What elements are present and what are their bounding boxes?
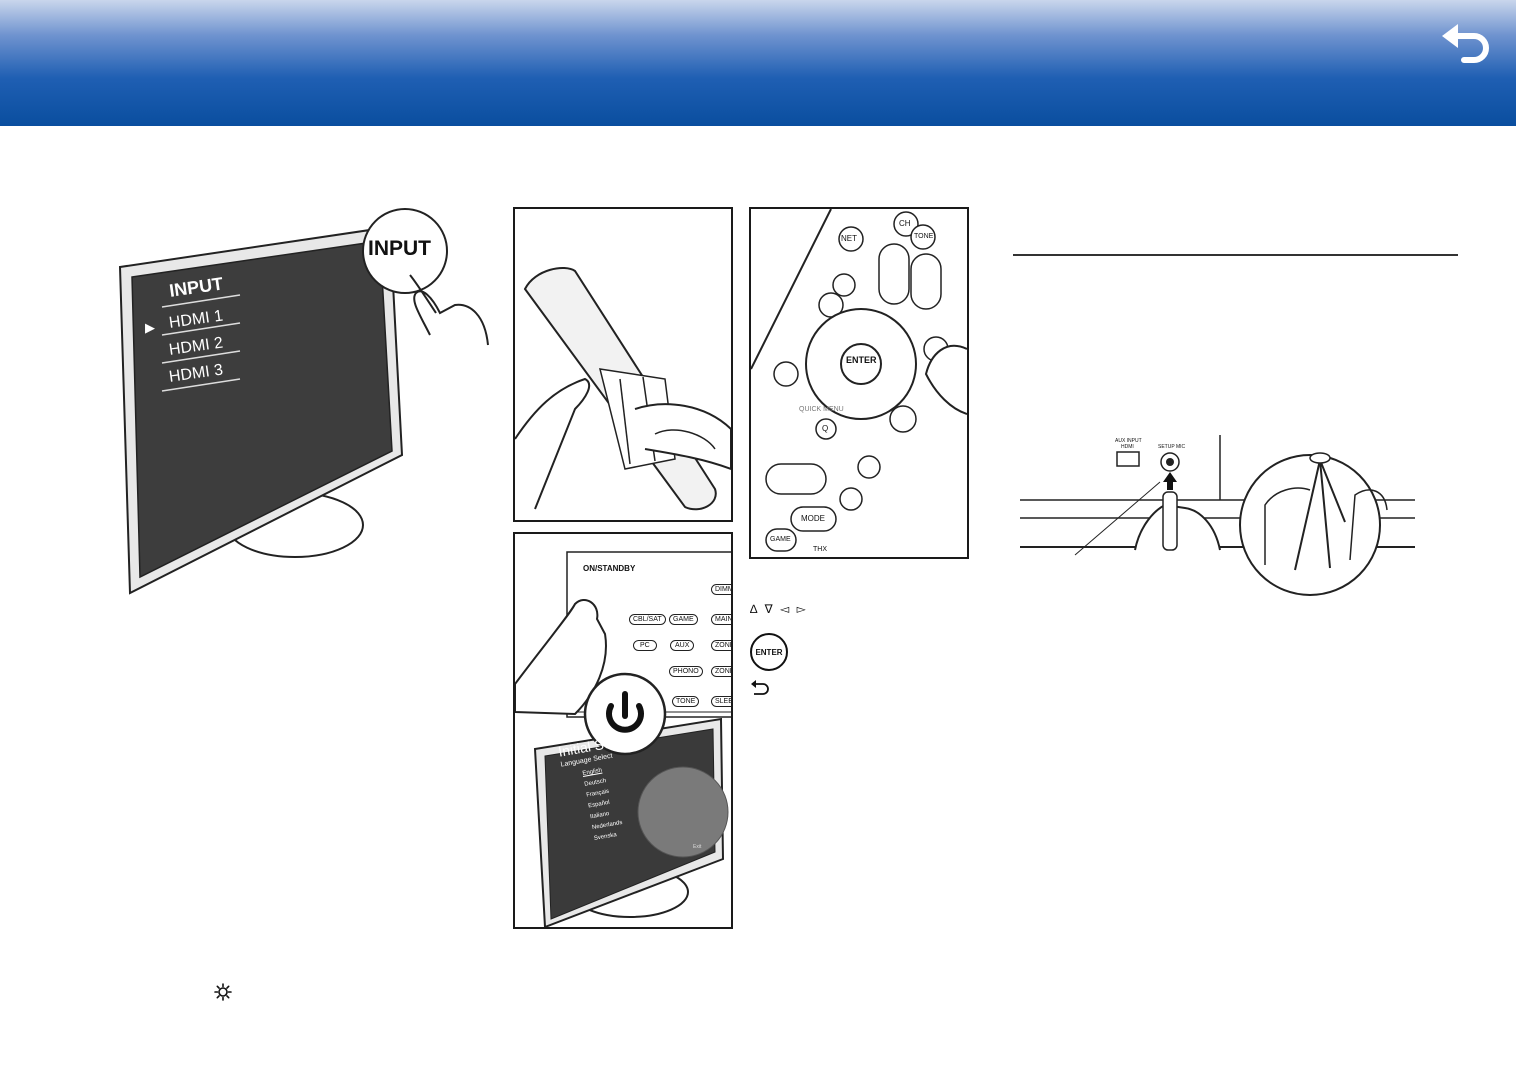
remote-tone-label: TONE	[914, 233, 934, 240]
setup-mic-diagram: AUX INPUT HDMI SETUP MIC	[1015, 430, 1415, 605]
on-standby-label: ON/STANDBY	[583, 564, 636, 573]
receiver-button-phono: PHONO	[669, 666, 703, 677]
receiver-button-aux: AUX	[670, 640, 695, 651]
battery-insertion-panel	[513, 207, 733, 522]
aux-hdmi-label: HDMI	[1121, 444, 1134, 450]
power-on-panel: ON/STANDBY DIMMER CBL/SAT GAME MAIN PC A…	[513, 532, 733, 929]
return-arrow-icon[interactable]	[1440, 20, 1496, 68]
receiver-button-dimmer: DIMMER	[711, 584, 731, 595]
aux-input-label: AUX INPUT	[1115, 438, 1142, 444]
cursor-arrows-icon: ∆ ∇ ◅ ▻	[750, 602, 808, 616]
tv-menu-cursor: ▶	[145, 320, 155, 335]
remote-thx-label: THX	[813, 546, 827, 553]
remote-closeup-panel: ENTER CH NET TONE QUICK MENU Q MODE GAME…	[749, 207, 969, 559]
remote-mode-label: MODE	[801, 514, 825, 523]
receiver-button-cblsat: CBL/SAT	[629, 614, 666, 625]
receiver-button-sleep: SLEEP	[711, 696, 731, 707]
input-bubble-label: INPUT	[368, 237, 431, 260]
tv-input-illustration: INPUT INPUT ▶ HDMI 1 HDMI 2 HDMI 3	[110, 205, 500, 600]
remote-quickmenu-label: QUICK MENU	[799, 406, 844, 413]
enter-button-icon: ENTER	[750, 633, 788, 671]
legend-enter-row: ENTER	[750, 633, 788, 671]
section-rule	[1013, 254, 1458, 256]
return-icon	[750, 680, 770, 701]
receiver-button-game: GAME	[669, 614, 698, 625]
remote-enter-label: ENTER	[846, 355, 877, 365]
receiver-button-tone: TONE	[672, 696, 700, 707]
remote-ch-label: CH	[899, 219, 911, 228]
legend-arrows-row: ∆ ∇ ◅ ▻	[750, 602, 808, 616]
remote-net-label: NET	[841, 234, 857, 243]
receiver-button-zone: ZONE	[711, 640, 731, 651]
receiver-button-main: MAIN	[711, 614, 731, 625]
header-bar	[0, 0, 1516, 126]
receiver-button-zone: ZONE	[711, 666, 731, 677]
receiver-button-pc: PC	[633, 640, 657, 651]
legend-return-row	[750, 680, 770, 701]
setup-mic-label: SETUP MIC	[1158, 444, 1186, 450]
remote-game-label: GAME	[770, 536, 791, 543]
remote-q-label: Q	[822, 424, 829, 433]
setup-gear-icon	[214, 983, 232, 1001]
initial-setup-exit: Exit	[693, 844, 702, 850]
